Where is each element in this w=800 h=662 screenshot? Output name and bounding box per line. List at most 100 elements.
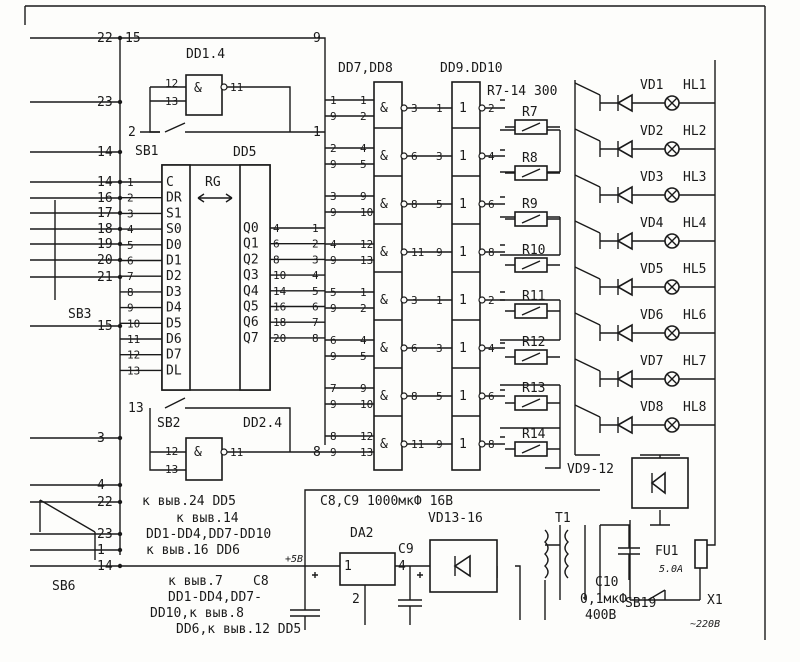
sb1-pin-2: 2 [128,125,136,140]
static-wiring [39,37,716,630]
label-c10-voltage: 400B [585,608,616,623]
gate-inverter-bubble [400,344,408,352]
dd5-input-name: D6 [166,332,182,347]
bus-line-number: 4 [312,269,319,282]
label-c8: C8 [253,574,269,589]
sb19-switch [647,589,666,601]
dd5-input-name: S1 [166,206,182,221]
junction-dot [117,323,123,329]
switch-lever [574,404,601,418]
inverter-output-pin: 4 [488,342,495,355]
sb1-pin-1: 1 [313,125,321,140]
gate-pin-b: 2 [360,110,367,123]
connector-pin-number: 16 [97,191,113,206]
gate-inverter-bubble [400,440,408,448]
label-sb19: SB19 [625,596,656,611]
dd5-input-pin: 7 [127,270,134,283]
switch-lever [574,266,601,280]
gate-and-symbol: & [380,293,388,308]
gate-pin-a: 4 [360,334,367,347]
connector-pin-number: 14 [97,559,113,574]
resistor-slash [521,214,541,224]
label-vd9-12: VD9-12 [567,462,614,477]
gate-output-pin: 8 [411,390,418,403]
dd5-inputs-column [161,164,191,391]
inverter-bubble [478,152,486,160]
dd5-input-name: DR [166,191,182,206]
gate-bus-common: 9 [330,446,337,459]
inverter-input-pin: 9 [436,438,443,451]
dd5-output-name: Q3 [243,268,259,283]
dd1-4-gate [185,74,223,116]
gate-inverter-bubble [400,104,408,112]
inverter-input-pin: 1 [436,294,443,307]
gate-bus-in: 2 [330,142,337,155]
gate-pin-a: 1 [360,286,367,299]
resistor-slash [521,168,541,178]
dd2-pin-8: 8 [313,445,321,460]
dd5-input-pin: 5 [127,239,134,252]
led-diode-triangle [616,323,633,343]
dd2-4-pin-11: 11 [230,446,243,459]
resistor-slash [521,398,541,408]
gate-bus-common: 9 [330,302,337,315]
gate-bus-common: 9 [330,350,337,363]
led-label: VD6 [640,308,663,323]
resistor-label: R11 [522,289,545,304]
lamp-cross [666,97,678,109]
gate-input-wire [325,435,374,453]
gate-pin-b: 13 [360,254,373,267]
resistor-slash [521,352,541,362]
gate-output-pin: 8 [411,198,418,211]
dd5-input-name: D0 [166,238,182,253]
connector-pin-number: 23 [97,527,113,542]
note-8: DD6,к выв.12 DD5 [176,622,301,637]
dd5-output-name: Q6 [243,315,259,330]
dd5-input-name: C [166,175,174,190]
inverter-bubble [478,200,486,208]
switch-lever [574,312,601,326]
note-4: к выв.16 DD6 [146,543,240,558]
lamp-label: HL4 [683,216,707,231]
led-label: VD7 [640,354,663,369]
dd5-input-pin: 9 [127,302,134,315]
label-da2: DA2 [350,526,373,541]
dd5-output-pin: 14 [273,285,287,298]
inverter-symbol: 1 [459,437,467,452]
dd5-output-name: Q7 [243,331,259,346]
junction-dot [117,274,123,280]
gate-and-symbol: & [380,101,388,116]
inverter-output-pin: 2 [488,294,495,307]
label-sb1: SB1 [135,144,158,159]
lamp-label: HL7 [683,354,706,369]
dd5-input-pin: 2 [127,192,134,205]
gate-and-symbol: & [380,389,388,404]
inverter-symbol: 1 [459,293,467,308]
label-dd9-dd10: DD9.DD10 [440,61,503,76]
dd5-input-pin: 3 [127,207,134,220]
inverter-bubble [478,392,486,400]
gate-output-pin: 3 [411,294,418,307]
lamp-label: HL1 [683,78,706,93]
inverter-symbol: 1 [459,389,467,404]
connector-pin-number: 23 [97,95,113,110]
dd5-input-pin: 10 [127,317,140,330]
gate-input-wire [325,339,374,357]
led-label: VD4 [640,216,664,231]
resistor-slash [521,444,541,454]
connector-pin-number: 22 [97,31,113,46]
gate-bus-common: 9 [330,398,337,411]
dd1-pin-9: 9 [313,31,321,46]
gate-pin-a: 9 [360,382,367,395]
inverter-input-pin: 5 [436,390,443,403]
label-da2-pin4: 4 [398,559,406,574]
connector-pin-number: 20 [97,253,113,268]
dd5-input-name: S0 [166,222,182,237]
dd5-input-pin: 4 [127,223,134,236]
dd1-4-pin-12: 12 [165,77,178,90]
inverter-symbol: 1 [459,245,467,260]
note-5: к выв.7 [168,574,223,589]
dd9-dd10-inverter-stack [451,81,481,471]
label-c8c9-note: C8,C9 1000мкФ 16B [320,494,453,509]
